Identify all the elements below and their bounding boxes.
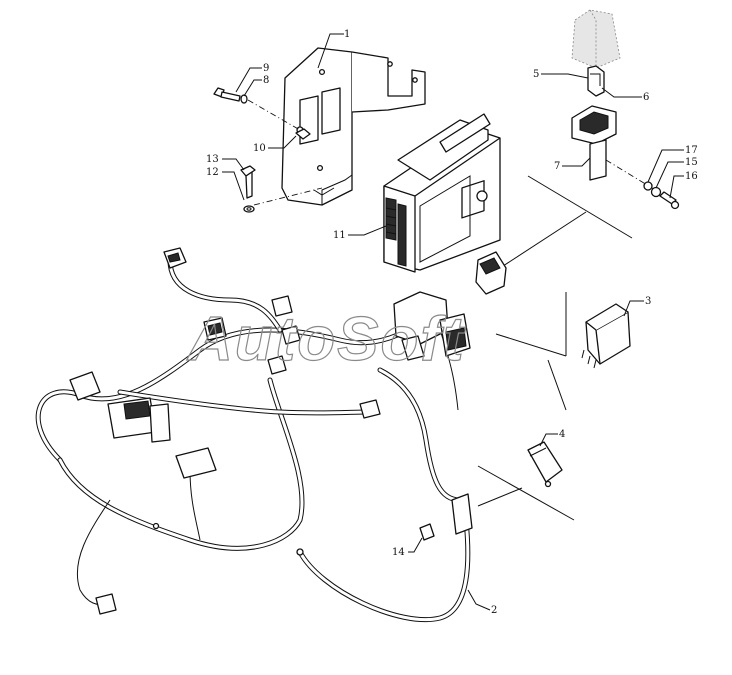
svg-text:14: 14 <box>392 547 405 558</box>
svg-text:4: 4 <box>559 429 565 440</box>
svg-text:15: 15 <box>685 157 698 168</box>
svg-text:3: 3 <box>645 296 651 307</box>
callout-14: 14 <box>392 537 423 558</box>
callout-4: 4 <box>539 429 565 447</box>
callout-17: 17 <box>647 145 698 183</box>
svg-text:17: 17 <box>685 145 698 156</box>
relay-socket-7 <box>571 105 617 181</box>
wiring-harness-2 <box>35 257 471 622</box>
fastener-17-15-16 <box>605 159 681 210</box>
svg-text:7: 7 <box>554 161 560 172</box>
svg-text:12: 12 <box>206 167 219 178</box>
bolt-9-8-assembly <box>213 87 301 131</box>
svg-text:11: 11 <box>333 230 346 241</box>
callout-7: 7 <box>554 157 591 172</box>
leader-line <box>477 487 523 507</box>
bracket-4 <box>527 441 563 488</box>
callout-8: 8 <box>243 75 269 97</box>
callout-1: 1 <box>317 29 350 69</box>
nut-10 <box>295 128 311 140</box>
ecu-control-unit <box>383 113 501 273</box>
watermark-text: AutoSoft <box>186 305 466 374</box>
bolt-13-12-assembly <box>240 165 323 213</box>
svg-text:6: 6 <box>643 92 649 103</box>
callout-10: 10 <box>253 135 297 154</box>
callout-9: 9 <box>235 63 269 93</box>
relay-cover-5 <box>571 9 621 97</box>
svg-text:16: 16 <box>685 171 698 182</box>
callout-5: 5 <box>533 69 589 80</box>
callout-6: 6 <box>601 87 649 103</box>
svg-text:10: 10 <box>253 143 266 154</box>
relay-3 <box>581 303 631 369</box>
leader-line <box>527 175 633 239</box>
svg-text:1: 1 <box>344 29 350 40</box>
callout-2: 2 <box>467 589 497 616</box>
callout-15: 15 <box>655 157 698 189</box>
svg-text:13: 13 <box>206 154 219 165</box>
svg-text:5: 5 <box>533 69 539 80</box>
leader-line <box>547 359 567 411</box>
callout-16: 16 <box>669 171 698 199</box>
callout-13: 13 <box>206 154 245 171</box>
leader-line <box>495 333 567 357</box>
leader-line <box>499 211 587 269</box>
svg-text:8: 8 <box>263 75 269 86</box>
callout-3: 3 <box>623 296 651 317</box>
svg-text:9: 9 <box>263 63 269 74</box>
harness-connectors <box>69 247 507 615</box>
callout-11: 11 <box>333 225 387 241</box>
svg-text:2: 2 <box>491 605 497 616</box>
leader-line <box>477 465 575 521</box>
callout-12: 12 <box>206 167 245 201</box>
